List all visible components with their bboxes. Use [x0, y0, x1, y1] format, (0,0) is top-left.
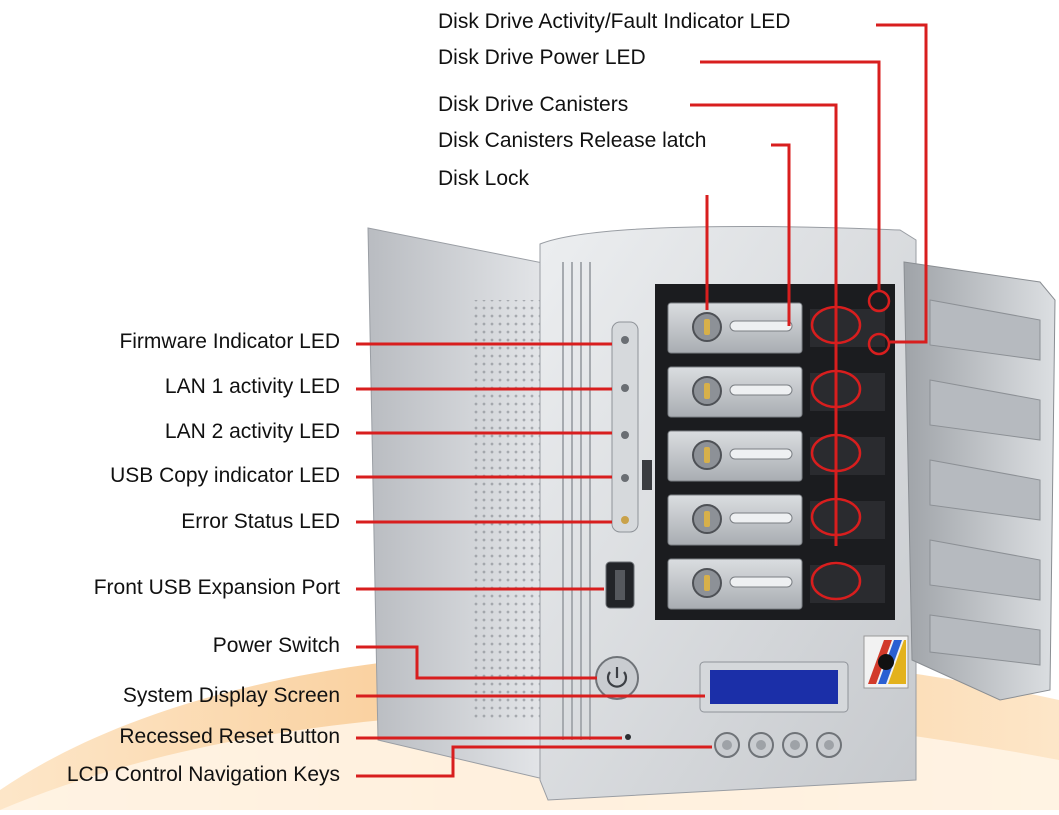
label-usb-copy-indicator-led: USB Copy indicator LED	[110, 464, 340, 488]
key-lock-icon[interactable]	[693, 313, 721, 341]
label-front-usb-expansion-port: Front USB Expansion Port	[94, 576, 340, 600]
system-display-screen	[710, 670, 838, 704]
release-latch[interactable]	[730, 385, 792, 395]
firmware-led	[621, 336, 629, 344]
label-disk-drive-canisters: Disk Drive Canisters	[438, 93, 628, 117]
label-system-display-screen: System Display Screen	[123, 684, 340, 708]
side-vent-grille	[470, 300, 540, 720]
label-disk-canisters-release-latch: Disk Canisters Release latch	[438, 129, 706, 153]
key-lock-icon[interactable]	[693, 441, 721, 469]
label-disk-power-led: Disk Drive Power LED	[438, 46, 646, 70]
led-indicator-strip	[612, 322, 638, 532]
brand-logo-icon	[864, 636, 908, 688]
label-error-status-led: Error Status LED	[181, 510, 340, 534]
label-disk-lock: Disk Lock	[438, 167, 529, 191]
usb-port-slot	[615, 570, 625, 600]
label-disk-activity-fault-led: Disk Drive Activity/Fault Indicator LED	[438, 10, 790, 34]
nav-key[interactable]	[749, 733, 773, 757]
nav-key[interactable]	[783, 733, 807, 757]
lan2-led	[621, 431, 629, 439]
release-latch[interactable]	[730, 449, 792, 459]
drive-canister[interactable]	[668, 431, 885, 481]
side-slider	[642, 460, 652, 490]
error-status-led	[621, 516, 629, 524]
label-lcd-control-navigation-keys: LCD Control Navigation Keys	[67, 763, 340, 787]
label-lan2-activity-led: LAN 2 activity LED	[165, 420, 340, 444]
release-latch[interactable]	[730, 577, 792, 587]
usb-copy-led	[621, 474, 629, 482]
drive-canister[interactable]	[668, 495, 885, 545]
key-lock-icon[interactable]	[693, 505, 721, 533]
release-latch[interactable]	[730, 321, 792, 331]
label-recessed-reset-button: Recessed Reset Button	[119, 725, 340, 749]
label-firmware-indicator-led: Firmware Indicator LED	[119, 330, 340, 354]
label-power-switch: Power Switch	[213, 634, 340, 658]
key-lock-icon[interactable]	[693, 569, 721, 597]
drive-canister[interactable]	[668, 559, 885, 609]
drive-canister[interactable]	[668, 303, 885, 353]
label-lan1-activity-led: LAN 1 activity LED	[165, 375, 340, 399]
reset-button[interactable]	[625, 734, 631, 740]
nav-key[interactable]	[715, 733, 739, 757]
drive-canister[interactable]	[668, 367, 885, 417]
lan1-led	[621, 384, 629, 392]
release-latch[interactable]	[730, 513, 792, 523]
nav-key[interactable]	[817, 733, 841, 757]
key-lock-icon[interactable]	[693, 377, 721, 405]
